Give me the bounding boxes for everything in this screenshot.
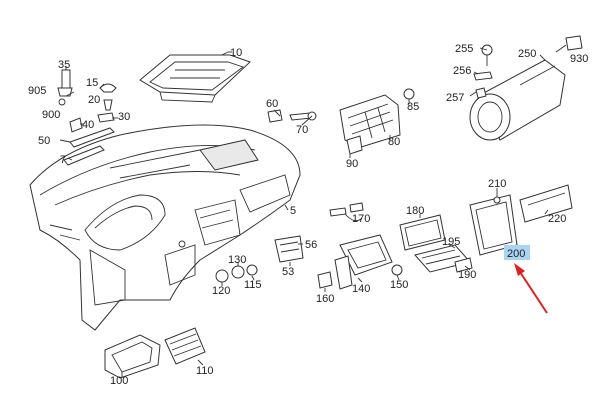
label-100: 100 <box>110 375 128 387</box>
label-80: 80 <box>388 136 400 148</box>
part-10-top-cover <box>139 51 251 103</box>
label-150: 150 <box>390 279 408 291</box>
label-140: 140 <box>352 283 370 295</box>
label-10: 10 <box>230 47 242 59</box>
label-255: 255 <box>455 43 473 55</box>
part-56-53-switches <box>215 235 304 283</box>
label-7: 7 <box>60 154 66 166</box>
label-200: 200 <box>507 248 525 260</box>
part-170 <box>329 202 364 217</box>
label-170: 170 <box>352 213 370 225</box>
part-180 <box>399 214 446 251</box>
part-200-frame <box>469 184 573 256</box>
label-210: 210 <box>488 178 506 190</box>
label-85: 85 <box>407 101 419 113</box>
label-35: 35 <box>58 59 70 71</box>
label-115: 115 <box>244 279 262 291</box>
dashboard-body <box>29 124 301 331</box>
label-160: 160 <box>316 293 334 305</box>
part-250-cylinder <box>469 35 583 141</box>
label-20: 20 <box>88 94 100 106</box>
part-100-110-vents <box>104 327 206 379</box>
label-905: 905 <box>28 85 46 97</box>
part-80-vent <box>339 88 415 155</box>
label-256: 256 <box>453 65 471 77</box>
highlight-box-200 <box>504 245 530 260</box>
label-70: 70 <box>296 124 308 136</box>
label-900: 900 <box>42 109 60 121</box>
label-180: 180 <box>406 205 424 217</box>
label-30: 30 <box>118 111 130 123</box>
label-110: 110 <box>196 365 214 377</box>
label-120: 120 <box>212 285 230 297</box>
leader-lines <box>59 47 549 378</box>
label-40: 40 <box>82 119 94 131</box>
left-small-parts <box>57 69 117 166</box>
label-930: 930 <box>570 53 588 65</box>
part-195-190 <box>414 244 473 273</box>
label-15: 15 <box>86 77 98 89</box>
label-195: 195 <box>442 236 460 248</box>
label-60: 60 <box>266 98 278 110</box>
label-53: 53 <box>282 266 294 278</box>
label-90: 90 <box>346 158 358 170</box>
red-arrow <box>514 263 548 314</box>
label-220: 220 <box>548 213 566 225</box>
label-130: 130 <box>228 254 246 266</box>
label-5: 5 <box>290 205 296 217</box>
label-56: 56 <box>305 239 317 251</box>
label-190: 190 <box>458 269 476 281</box>
label-257: 257 <box>446 92 464 104</box>
part-labels: 10 35 905 900 15 20 30 40 50 7 60 70 85 … <box>28 43 588 387</box>
label-50: 50 <box>38 135 50 147</box>
label-250: 250 <box>518 48 536 60</box>
part-140-150-160 <box>317 234 403 290</box>
